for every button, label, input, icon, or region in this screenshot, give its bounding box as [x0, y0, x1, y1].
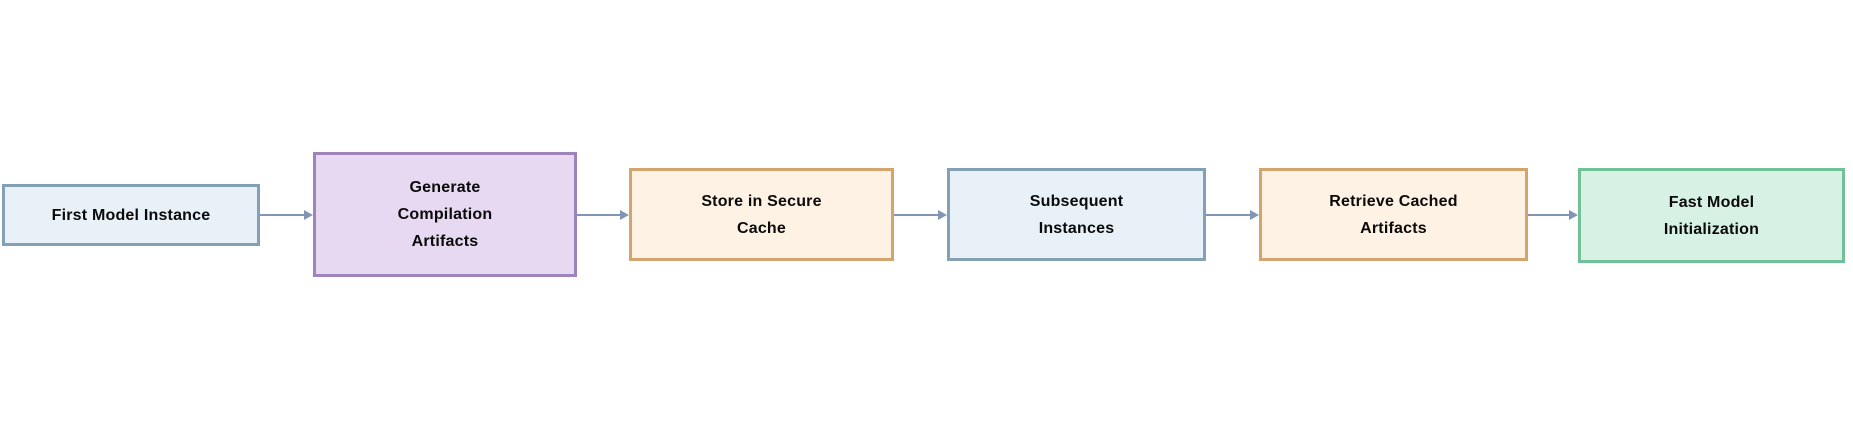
node-generate-compilation-artifacts: Generate Compilation Artifacts [313, 152, 577, 277]
arrow-shaft [1528, 214, 1570, 216]
flow-arrow-1 [260, 209, 313, 221]
node-subsequent-instances: Subsequent Instances [947, 168, 1206, 261]
node-label: First Model Instance [51, 206, 211, 224]
node-store-in-secure-cache: Store in Secure Cache [629, 168, 894, 261]
arrow-shaft [894, 214, 939, 216]
flow-arrow-2 [577, 209, 629, 221]
node-first-model-instance: First Model Instance [2, 184, 260, 246]
arrowhead-icon [938, 210, 947, 220]
node-retrieve-cached-artifacts: Retrieve Cached Artifacts [1259, 168, 1528, 261]
node-fast-model-initialization: Fast Model Initialization [1578, 168, 1845, 263]
node-label: Fast Model Initialization [1663, 193, 1760, 238]
node-label: Retrieve Cached Artifacts [1329, 192, 1458, 237]
arrow-shaft [260, 214, 305, 216]
arrowhead-icon [1250, 210, 1259, 220]
node-label: Generate Compilation Artifacts [397, 179, 493, 250]
flow-arrow-4 [1206, 209, 1259, 221]
arrowhead-icon [304, 210, 313, 220]
flow-arrow-5 [1528, 209, 1578, 221]
flow-arrow-3 [894, 209, 947, 221]
node-label: Subsequent Instances [1029, 192, 1124, 237]
arrow-shaft [1206, 214, 1251, 216]
node-label: Store in Secure Cache [701, 192, 822, 237]
arrow-shaft [577, 214, 621, 216]
arrowhead-icon [1569, 210, 1578, 220]
arrowhead-icon [620, 210, 629, 220]
